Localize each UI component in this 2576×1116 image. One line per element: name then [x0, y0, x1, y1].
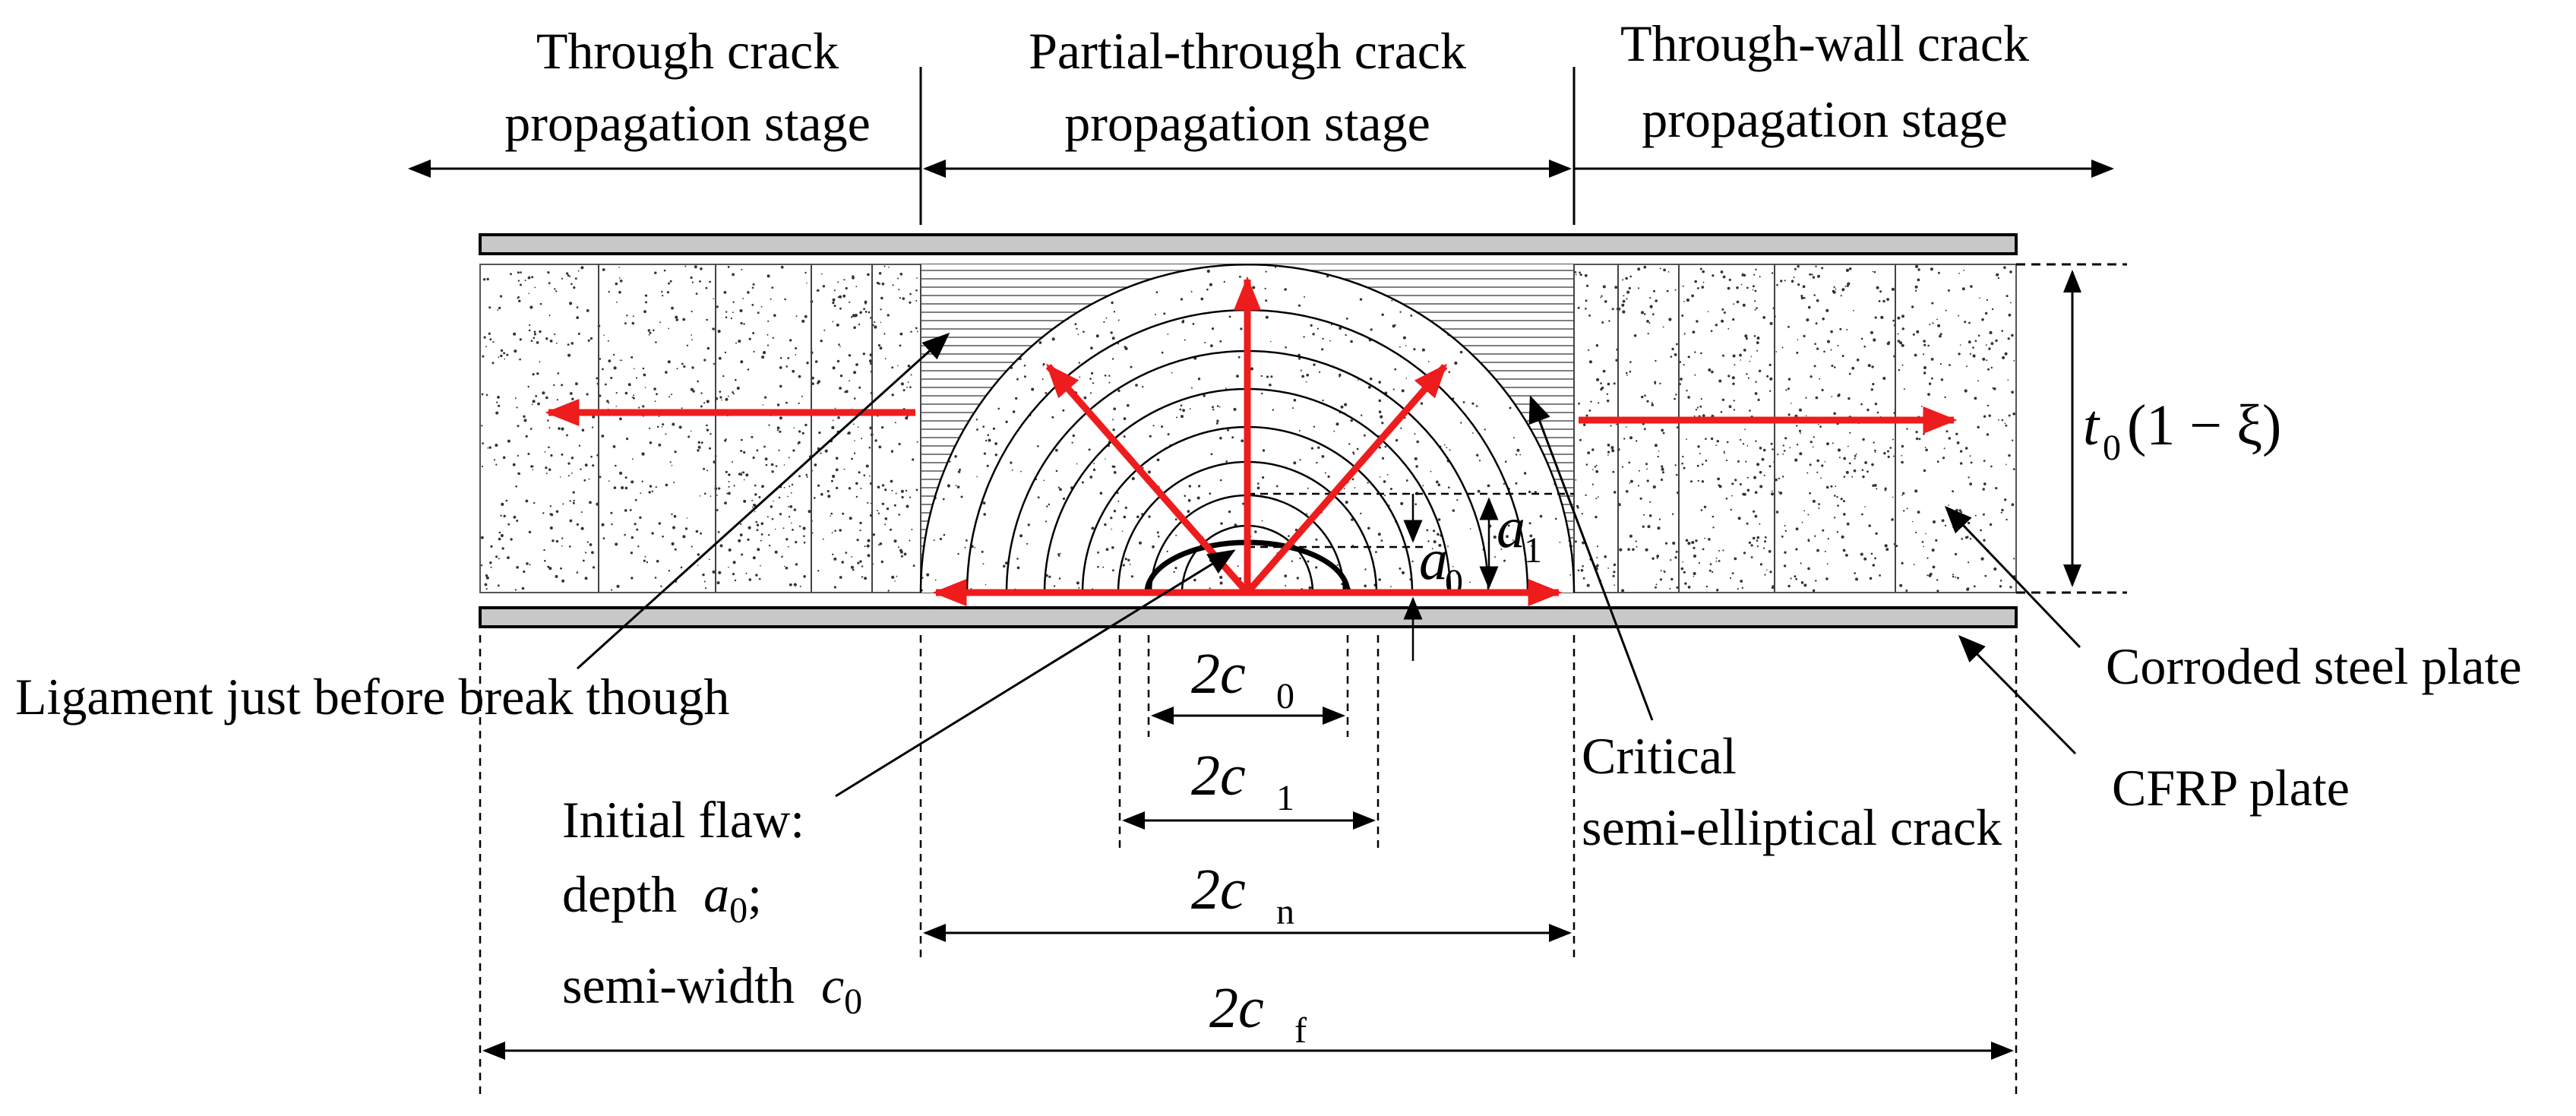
width-cn-sub: n [1276, 892, 1294, 932]
label-critical-line1: Critical [1582, 727, 1737, 785]
thickness-dimension [2016, 263, 2127, 594]
cfrp-plate-bottom [479, 606, 2018, 628]
width-cf: 2c [1209, 976, 1264, 1040]
label-initial-flaw: Initial flaw: [562, 791, 804, 849]
depth-dimensions [1247, 492, 1574, 661]
a0-symbol: a [1419, 528, 1448, 592]
stage-through-line1: Through crack [536, 22, 839, 80]
thickness-t-sub: 0 [2103, 428, 2121, 468]
leader-lines [576, 332, 2081, 798]
label-corroded-steel: Corroded steel plate [2106, 637, 2522, 695]
left-band-lines [598, 264, 921, 593]
stage-partial-line1: Partial-through crack [1029, 22, 1466, 80]
label-ligament: Ligament just before break though [15, 668, 729, 726]
stage-partial-line2: propagation stage [1064, 94, 1430, 152]
stage-wall-line2: propagation stage [1642, 90, 2008, 148]
label-flaw-depth: depth a0; [562, 865, 762, 931]
width-c1: 2c [1191, 744, 1246, 808]
thickness-t: t [2083, 394, 2100, 457]
label-cfrp-plate: CFRP plate [2112, 759, 2350, 817]
a1-subscript: 1 [1524, 530, 1542, 571]
cfrp-plate-top [479, 233, 2018, 255]
width-dimension-arrows [482, 707, 2014, 1060]
thickness-expr: (1 − ξ) [2127, 394, 2281, 457]
width-cf-sub: f [1294, 1010, 1307, 1051]
a0-subscript: 0 [1445, 562, 1463, 602]
label-flaw-width: semi-width c0 [562, 956, 862, 1022]
stage-wall-line1: Through-wall crack [1620, 14, 2029, 72]
right-band-lines [1573, 264, 1896, 593]
width-extension-lines [479, 635, 2018, 1098]
a1-symbol: a [1497, 496, 1525, 560]
width-c0-sub: 0 [1276, 676, 1294, 716]
width-cn: 2c [1191, 858, 1246, 922]
stage-through-line2: propagation stage [504, 94, 871, 152]
width-c1-sub: 1 [1276, 778, 1294, 818]
width-c0: 2c [1191, 642, 1246, 706]
label-critical-line2: semi-elliptical crack [1582, 798, 2002, 856]
